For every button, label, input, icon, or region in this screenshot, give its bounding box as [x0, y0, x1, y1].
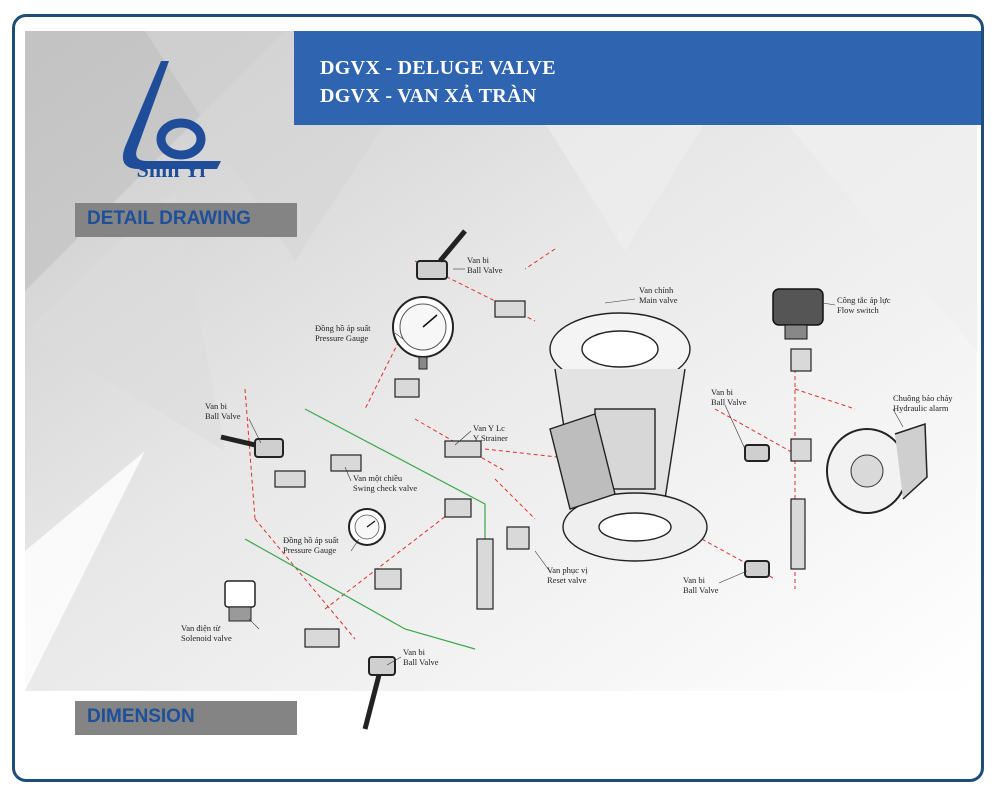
label-ball-valve-right-en: Ball Valve: [711, 397, 747, 407]
label-ball-valve-top-en: Ball Valve: [467, 265, 503, 275]
main-valve: [549, 312, 708, 562]
label-pressure-gauge-mid-en: Pressure Gauge: [283, 545, 336, 555]
label-ball-valve-left-vi: Van bi: [205, 401, 228, 411]
shin-yi-logo: [122, 61, 221, 169]
label-swing-check-en: Swing check valve: [353, 483, 417, 493]
label-ball-valve-bottom-vi: Van bi: [403, 647, 426, 657]
label-reset-valve-vi: Van phục vị: [547, 565, 588, 575]
pipe-fittings: [274, 300, 812, 648]
label-flow-switch-en: Flow switch: [837, 305, 880, 315]
label-ball-valve-right-vi: Van bi: [711, 387, 734, 397]
label-solenoid-valve-vi: Van điện từ: [181, 623, 220, 633]
solenoid-valve-icon: [224, 580, 256, 622]
pressure-gauge-top-icon: [392, 296, 454, 370]
label-flow-switch-vi: Công tắc áp lực: [837, 295, 891, 305]
label-pressure-gauge-top-vi: Đồng hồ áp suất: [315, 323, 371, 333]
label-ball-valve-lower-right-en: Ball Valve: [683, 585, 719, 595]
label-ball-valve-lower-right-vi: Van bi: [683, 575, 706, 585]
deluge-valve-exploded-diagram: Van bi Ball Valve Đồng hồ áp suất Pressu…: [181, 229, 953, 730]
title-english: DGVX - DELUGE VALVE: [320, 57, 556, 79]
label-solenoid-valve-en: Solenoid valve: [181, 633, 232, 643]
flow-switch-icon: [772, 288, 824, 340]
pressure-gauge-mid-icon: [348, 508, 386, 546]
hydraulic-alarm-icon: [826, 422, 928, 514]
label-swing-check-vi: Van một chiều: [353, 473, 403, 483]
label-ball-valve-bottom-en: Ball Valve: [403, 657, 439, 667]
label-y-strainer-en: Y Strainer: [473, 433, 508, 443]
title-bar: DGVX - DELUGE VALVE DGVX - VAN XẢ TRÀN: [294, 31, 981, 125]
label-main-valve-vi: Van chính: [639, 285, 674, 295]
label-hydraulic-alarm-en: Hydraulic alarm: [893, 403, 949, 413]
label-ball-valve-top-vi: Van bi: [467, 255, 490, 265]
label-ball-valve-left-en: Ball Valve: [205, 411, 241, 421]
label-y-strainer-vi: Van Y Lc: [473, 423, 505, 433]
label-pressure-gauge-top-en: Pressure Gauge: [315, 333, 368, 343]
label-pressure-gauge-mid-vi: Đồng hồ áp suất: [283, 535, 339, 545]
label-reset-valve-en: Reset valve: [547, 575, 587, 585]
page-frame: DGVX - DELUGE VALVE DGVX - VAN XẢ TRÀN S…: [12, 14, 984, 782]
label-hydraulic-alarm-vi: Chuông báo cháy: [893, 393, 953, 403]
brand-name: Shin Yi: [136, 157, 206, 182]
label-main-valve-en: Main valve: [639, 295, 678, 305]
ball-valve-handles: [220, 229, 770, 730]
dimension-heading: DIMENSION: [75, 701, 297, 735]
detail-drawing-heading: DETAIL DRAWING: [75, 203, 297, 237]
title-vietnamese: DGVX - VAN XẢ TRÀN: [320, 85, 537, 107]
callout-leaders: [248, 268, 904, 666]
